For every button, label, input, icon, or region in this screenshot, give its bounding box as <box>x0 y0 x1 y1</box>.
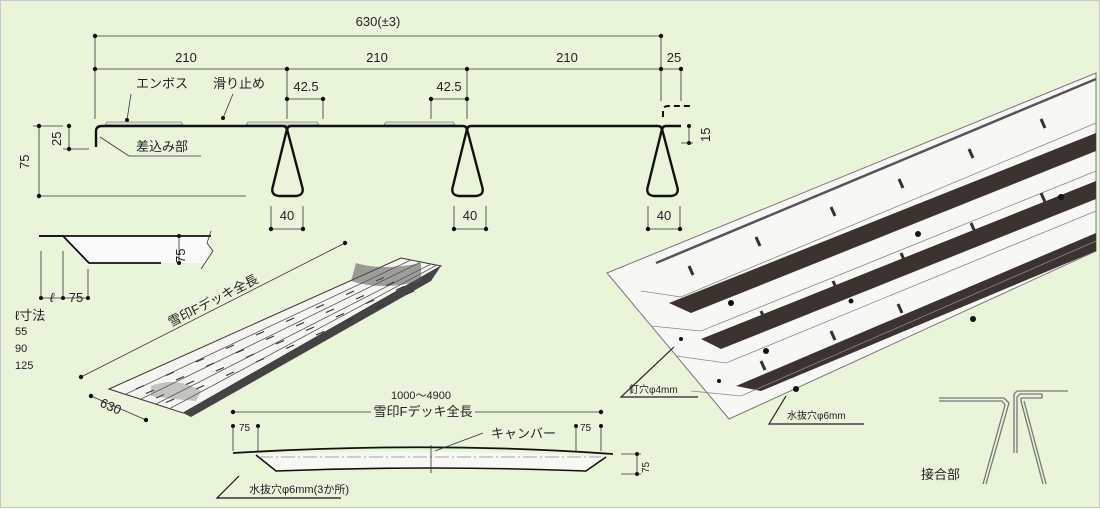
l-symbol: ℓ <box>50 290 55 305</box>
emboss-tick <box>225 344 235 350</box>
end-slope-width: 75 <box>69 290 83 305</box>
emboss-tick <box>195 384 205 390</box>
l-value: 125 <box>15 360 33 372</box>
emboss-tick <box>345 317 355 323</box>
dim-overall-width: 630(±3) <box>356 14 401 29</box>
emboss-tick <box>165 398 175 404</box>
emboss-tick <box>155 393 165 399</box>
emboss-tick <box>405 290 415 296</box>
dim-rib-width-2: 40 <box>463 208 477 223</box>
perspective-width-label: 630 <box>98 395 124 418</box>
emboss-tick <box>135 384 145 390</box>
end-detail: 75 ℓ 75 ℓ寸法 55 90 125 <box>15 230 214 372</box>
l-dimension-title: ℓ寸法 <box>15 308 45 323</box>
dim-offset-2: 42.5 <box>436 79 461 94</box>
dim-height-lip: 25 <box>49 132 64 146</box>
detail-drain-label: 水抜穴φ6mm <box>787 409 846 422</box>
camber-label: キャンバー <box>491 426 556 441</box>
emboss-tick <box>305 326 315 332</box>
side-end-right: 75 <box>580 423 592 434</box>
emboss-tick <box>265 335 275 341</box>
emboss-tick <box>285 344 295 350</box>
next-deck-outline <box>662 105 691 117</box>
emboss-tick <box>235 348 245 354</box>
joint-detail <box>939 390 1068 485</box>
emboss-tick <box>185 380 195 386</box>
side-length-range: 1000～4900 <box>391 390 451 402</box>
emboss-tick <box>175 375 185 381</box>
rib-3 <box>646 128 679 198</box>
perspective-deck: 雪印Fデッキ全長 630 <box>78 240 443 423</box>
emboss-tick <box>295 321 305 327</box>
dim-rib-width-3: 40 <box>657 208 671 223</box>
end-height: 75 <box>173 249 188 263</box>
emboss-tick <box>215 366 225 372</box>
cross-section: 630(±3) 210 210 210 25 42.5 42.5 エンボス 滑り… <box>17 14 713 232</box>
dim-span-2: 210 <box>366 50 388 65</box>
antislip-label: 滑り止め <box>213 76 265 91</box>
detail-view: 釘穴φ4mm 水抜穴φ6mm <box>606 72 1097 425</box>
dim-height-joint: 15 <box>698 128 713 142</box>
side-end-left: 75 <box>239 423 251 434</box>
emboss-tick <box>165 371 175 377</box>
joint-label: 接合部 <box>921 467 960 482</box>
dim-overlap: 25 <box>667 50 681 65</box>
l-value: 55 <box>15 326 27 338</box>
emboss-tick <box>245 353 255 359</box>
emboss-tick <box>255 330 265 336</box>
emboss-tick <box>365 299 375 305</box>
dim-span-1: 210 <box>175 50 197 65</box>
emboss-label: エンボス <box>136 76 188 91</box>
emboss-tick <box>255 357 265 363</box>
side-length-label: 雪印Fデッキ全長 <box>374 404 473 419</box>
side-height: 75 <box>641 461 652 473</box>
side-drain-label: 水抜穴φ6mm(3か所) <box>249 482 349 496</box>
rib-2 <box>451 128 484 198</box>
emboss-tick <box>395 285 405 291</box>
emboss-tick <box>355 294 365 300</box>
dim-rib-width-1: 40 <box>280 208 294 223</box>
emboss-tick <box>315 303 325 309</box>
emboss-tick <box>225 371 235 377</box>
dim-height-total: 75 <box>17 155 32 169</box>
emboss-tick <box>345 290 355 296</box>
insert-label: 差込み部 <box>136 139 188 154</box>
nail-hole-label: 釘穴φ4mm <box>629 383 678 396</box>
emboss-tick <box>205 362 215 368</box>
emboss-tick <box>145 389 155 395</box>
side-view: 1000～4900 雪印Fデッキ全長 75 75 キャンバー 75 水抜穴φ6m… <box>215 390 652 499</box>
rib-1 <box>271 128 304 198</box>
emboss-tick <box>315 330 325 336</box>
emboss-tick <box>325 308 335 314</box>
emboss-tick <box>375 303 385 309</box>
emboss-tick <box>335 312 345 318</box>
l-value: 90 <box>15 343 27 355</box>
emboss-tick <box>195 357 205 363</box>
dim-offset-1: 42.5 <box>293 79 318 94</box>
emboss-tick <box>285 317 295 323</box>
emboss-tick <box>275 339 285 345</box>
dim-span-3: 210 <box>556 50 578 65</box>
